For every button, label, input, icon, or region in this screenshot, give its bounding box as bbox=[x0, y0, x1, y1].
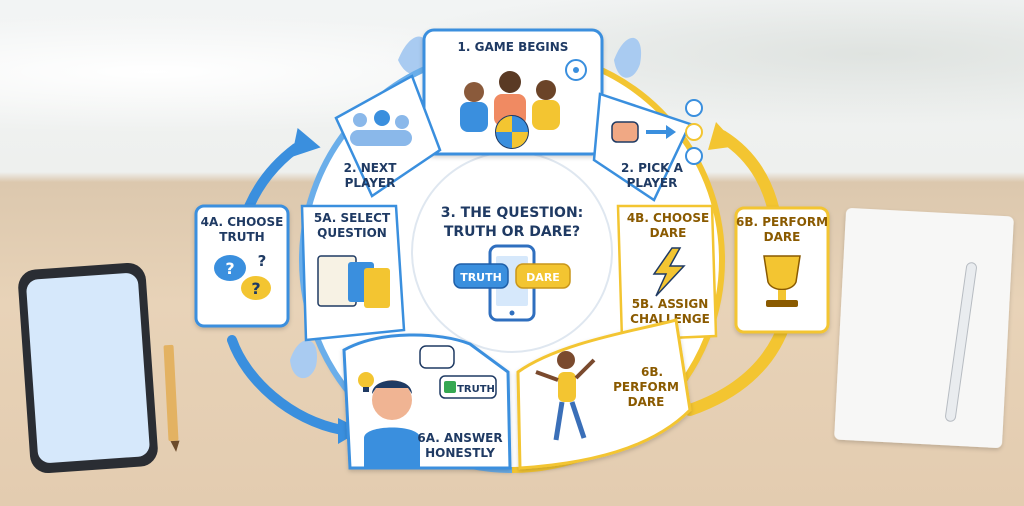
choose-truth-line1: 4A. CHOOSE bbox=[201, 215, 284, 229]
perform-dare-inner-line1: 6B. bbox=[641, 365, 663, 379]
person-answering-illustration bbox=[364, 380, 420, 468]
trophy-icon bbox=[763, 255, 801, 307]
question-mark-yellow: ? bbox=[251, 279, 260, 298]
next-player-line2: PLAYER bbox=[345, 176, 396, 190]
arrow-right-icon bbox=[666, 125, 676, 139]
perform-dare-inner-line3: DARE bbox=[628, 395, 665, 409]
fan-spinner-icon bbox=[565, 59, 587, 81]
segment-choose-dare-assign-challenge: 4B. CHOOSE DARE 5B. ASSIGN CHALLENGE bbox=[616, 204, 718, 342]
blue-arrowhead-left bbox=[291, 128, 321, 157]
truth-button[interactable]: TRUTH bbox=[453, 263, 509, 289]
select-question-line2: QUESTION bbox=[317, 226, 387, 240]
perform-dare-outer-line1: 6B. PERFORM bbox=[736, 215, 828, 229]
game-begins-label: 1. GAME BEGINS bbox=[458, 40, 569, 54]
pick-player-line2: PLAYER bbox=[627, 176, 678, 190]
jumping-person-illustration bbox=[535, 351, 596, 441]
answer-honestly-line2: HONESTLY bbox=[425, 446, 495, 460]
card-answer-honestly: TRUTH 6A. ANSWER HONESTLY bbox=[342, 333, 512, 470]
choose-truth-line2: TRUTH bbox=[219, 230, 264, 244]
lightning-bolt-icon bbox=[652, 247, 686, 297]
perform-dare-outer-line2: DARE bbox=[764, 230, 801, 244]
checkmark-icon bbox=[444, 381, 456, 393]
truth-bubble-label: TRUTH bbox=[457, 384, 495, 395]
lightbulb-icon bbox=[358, 372, 374, 392]
choose-dare-line1: 4B. CHOOSE bbox=[627, 211, 709, 225]
pen-prop bbox=[945, 262, 977, 422]
assign-challenge-line2: CHALLENGE bbox=[630, 312, 710, 326]
truth-checkbox-bubble: TRUTH bbox=[439, 375, 497, 399]
speech-bubble-icon bbox=[419, 345, 455, 369]
select-question-line1: 5A. SELECT bbox=[314, 211, 391, 225]
card-perform-dare-outer: 6B. PERFORM DARE bbox=[734, 206, 830, 334]
card-choose-truth: 4A. CHOOSE TRUTH ? ? ? bbox=[194, 204, 290, 328]
spinner-wheel-icon bbox=[495, 115, 529, 149]
next-player-line1: 2. NEXT bbox=[344, 161, 398, 175]
card-perform-dare-inner: 6B. PERFORM DARE bbox=[516, 318, 692, 470]
segment-select-question: 5A. SELECT QUESTION bbox=[300, 204, 406, 342]
pencil-prop bbox=[163, 344, 180, 452]
notepad-prop bbox=[834, 208, 1014, 448]
question-cards-icon bbox=[317, 255, 390, 308]
choose-dare-line2: DARE bbox=[650, 226, 687, 240]
segment-pick-player: 2. PICK A PLAYER bbox=[592, 92, 703, 202]
perform-dare-inner-line2: PERFORM bbox=[613, 380, 679, 394]
question-bubbles-icon: ? ? ? bbox=[214, 252, 271, 300]
dare-button-label: DARE bbox=[526, 271, 560, 284]
question-mark-floating: ? bbox=[258, 252, 267, 270]
yellow-arrowhead-top bbox=[708, 122, 738, 150]
pointing-hand-icon bbox=[611, 121, 639, 143]
answer-honestly-line1: 6A. ANSWER bbox=[417, 431, 502, 445]
smartphone-prop bbox=[18, 262, 158, 474]
segment-next-player: 2. NEXT PLAYER bbox=[334, 74, 442, 198]
card-game-begins: 1. GAME BEGINS bbox=[422, 28, 604, 156]
truth-button-label: TRUTH bbox=[460, 271, 502, 284]
blue-leaf-decoration bbox=[290, 36, 642, 379]
group-of-people-icon bbox=[350, 110, 412, 146]
yellow-loop-arrow-bottom bbox=[684, 314, 792, 416]
question-line1: 3. THE QUESTION: bbox=[441, 205, 584, 221]
blue-loop-arrow-bottom bbox=[227, 335, 347, 435]
dare-button[interactable]: DARE bbox=[515, 263, 571, 289]
assign-challenge-line1: 5B. ASSIGN bbox=[632, 297, 709, 311]
question-line2: TRUTH OR DARE? bbox=[444, 224, 580, 240]
player-avatars-icon bbox=[685, 99, 703, 165]
pick-player-line1: 2. PICK A bbox=[621, 161, 684, 175]
question-mark-blue: ? bbox=[225, 259, 234, 278]
